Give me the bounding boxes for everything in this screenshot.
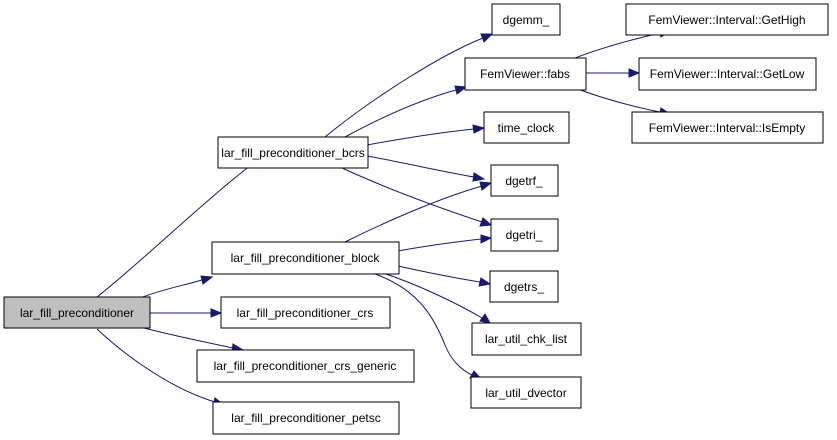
node-label: lar_fill_preconditioner_petsc: [231, 411, 380, 425]
node-label: lar_fill_preconditioner_block: [231, 251, 381, 265]
edge-bcrs-to-fabs: [344, 85, 468, 138]
nodes: lar_fill_preconditioner lar_fill_precond…: [3, 3, 829, 435]
node-label: dgetrf_: [505, 174, 543, 188]
edge-block-to-dgetrf: [344, 181, 493, 243]
node-label: FemViewer::Interval::IsEmpty: [649, 121, 806, 135]
edge-block-to-dgetri: [397, 234, 493, 252]
node-dgemm[interactable]: dgemm_: [491, 3, 561, 36]
edge-fabs-to-getlow: [586, 68, 641, 78]
node-lar-util-dvector[interactable]: lar_util_dvector: [470, 376, 582, 409]
edge-root-to-crs: [150, 308, 223, 318]
node-lar-fill-preconditioner-block[interactable]: lar_fill_preconditioner_block: [211, 241, 400, 275]
node-label: lar_fill_preconditioner_crs: [237, 306, 374, 320]
node-dgetrf[interactable]: dgetrf_: [490, 164, 559, 197]
node-dgetri[interactable]: dgetri_: [490, 218, 559, 252]
edge-bcrs-to-dgetrf: [366, 155, 486, 182]
node-label: FemViewer::Interval::GetLow: [650, 67, 805, 81]
node-femviewer-interval-getlow[interactable]: FemViewer::Interval::GetLow: [638, 57, 817, 91]
node-label: time_clock: [498, 121, 556, 135]
edge-block-to-dgetrs: [397, 265, 492, 287]
node-lar-fill-preconditioner-petsc[interactable]: lar_fill_preconditioner_petsc: [212, 401, 400, 435]
node-femviewer-fabs[interactable]: FemViewer::fabs: [464, 57, 587, 91]
edge-root-to-crs-generic: [139, 326, 245, 353]
node-label: dgetrs_: [504, 280, 544, 294]
node-label: lar_fill_preconditioner_crs_generic: [214, 359, 397, 373]
node-label: FemViewer::fabs: [480, 67, 570, 81]
node-lar-fill-preconditioner[interactable]: lar_fill_preconditioner: [3, 296, 151, 329]
node-femviewer-interval-isempty[interactable]: FemViewer::Interval::IsEmpty: [631, 111, 824, 144]
node-lar-fill-preconditioner-crs-generic[interactable]: lar_fill_preconditioner_crs_generic: [196, 349, 415, 383]
node-time-clock[interactable]: time_clock: [483, 111, 570, 144]
node-label: dgemm_: [503, 13, 550, 27]
node-label: lar_util_chk_list: [485, 332, 568, 346]
node-lar-fill-preconditioner-crs[interactable]: lar_fill_preconditioner_crs: [220, 296, 391, 329]
edge-bcrs-to-time-clock: [366, 124, 486, 146]
node-femviewer-interval-gethigh[interactable]: FemViewer::Interval::GetHigh: [625, 3, 829, 36]
node-label: lar_fill_preconditioner_bcrs: [221, 146, 364, 160]
node-dgetrs[interactable]: dgetrs_: [489, 270, 559, 303]
node-label: dgetri_: [506, 228, 543, 242]
edge-block-to-chk-list: [379, 271, 491, 324]
node-label: FemViewer::Interval::GetHigh: [648, 13, 805, 27]
edge-bcrs-to-dgetri: [339, 166, 493, 227]
edge-root-to-block: [139, 275, 214, 299]
node-label: lar_fill_preconditioner: [20, 306, 134, 320]
node-lar-util-chk-list[interactable]: lar_util_chk_list: [471, 322, 582, 356]
edge-bcrs-to-dgemm: [324, 33, 494, 138]
node-lar-fill-preconditioner-bcrs[interactable]: lar_fill_preconditioner_bcrs: [217, 136, 369, 169]
node-label: lar_util_dvector: [485, 386, 566, 400]
